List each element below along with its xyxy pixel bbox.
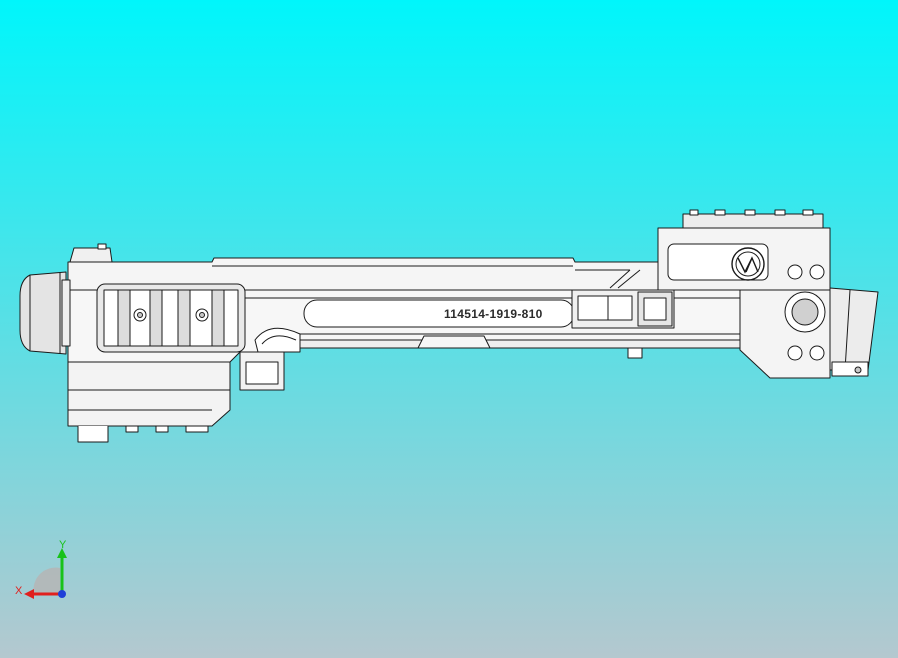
mount-hole (809, 345, 825, 361)
x-axis-label: X (15, 585, 23, 597)
serial-number: 114514-1919-810 (444, 307, 543, 321)
mount-hole (809, 264, 825, 280)
mount-hole (787, 264, 803, 280)
top-picatinny-rail (682, 209, 824, 229)
front-sight (69, 247, 113, 263)
triad-quadrant (33, 567, 60, 594)
rear-pivot (784, 291, 826, 333)
z-axis-dot (58, 590, 66, 598)
axis-triad: Y X (15, 539, 67, 599)
y-axis-head (57, 548, 67, 558)
screw (133, 308, 147, 322)
muzzle-device (19, 271, 67, 355)
side-picatinny-rail (96, 283, 246, 353)
mount-hole (787, 345, 803, 361)
screw (195, 308, 209, 322)
bottom-bar (299, 339, 781, 349)
stock-adapter (829, 287, 879, 371)
va-logo-icon (731, 247, 765, 281)
lower-handguard (67, 361, 231, 427)
y-axis-label: Y (59, 539, 67, 551)
x-axis-head (24, 589, 34, 599)
charging-handle[interactable] (571, 289, 675, 329)
